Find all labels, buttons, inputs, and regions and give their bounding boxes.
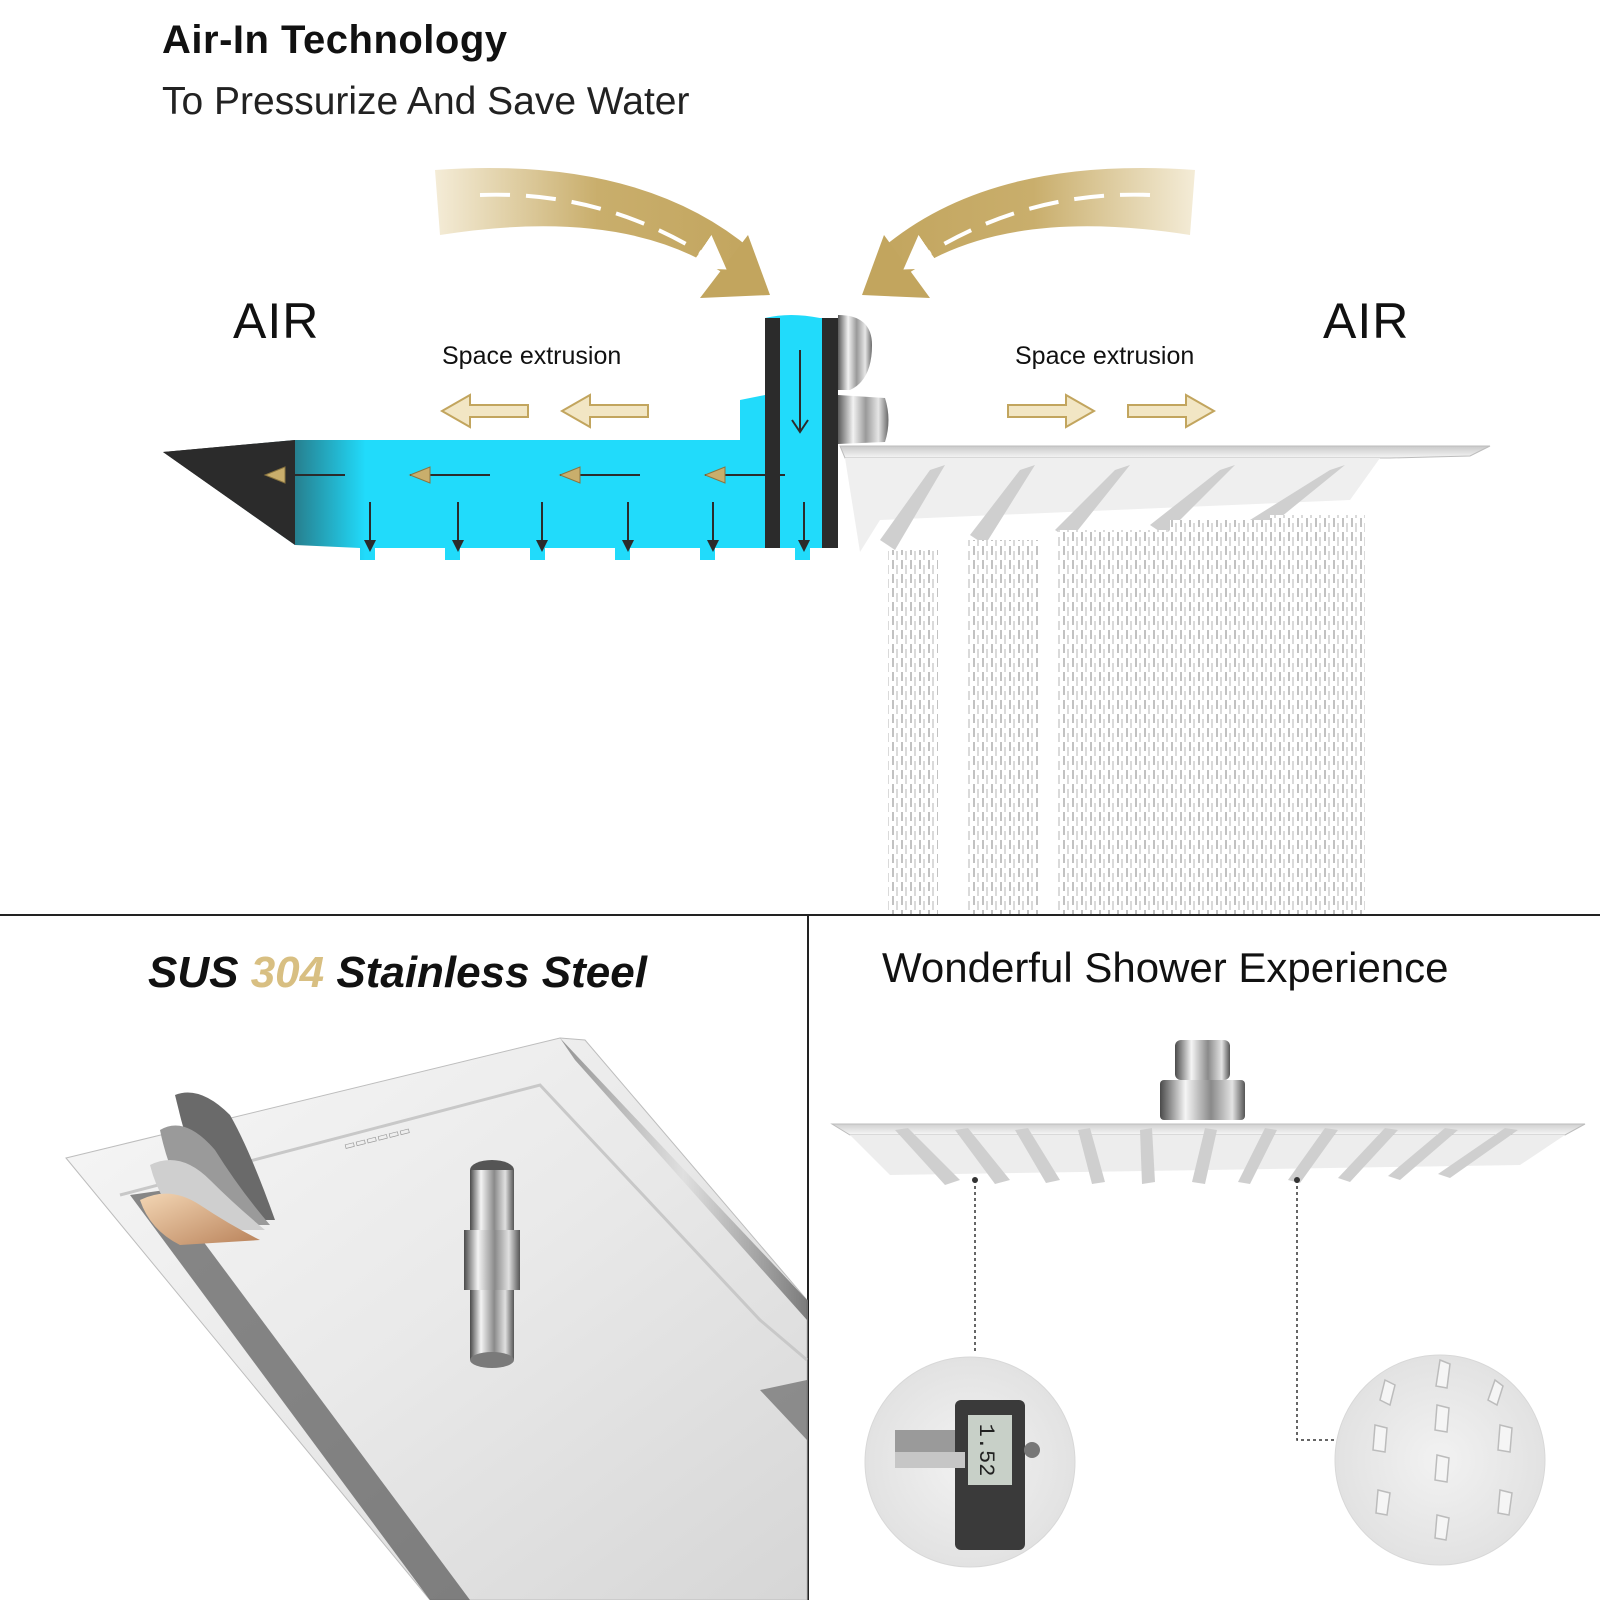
material-layers-icon [140,1092,275,1245]
air-label-left: AIR [233,293,320,349]
air-label-right: AIR [1323,293,1410,349]
threaded-connector [464,1160,520,1368]
space-extrusion-arrows-right [1007,393,1217,429]
callout-lines [974,1180,1335,1441]
nozzle-row [895,1128,1518,1185]
steel-title-suffix: Stainless Steel [324,948,647,997]
shower-arm-connector [1160,1040,1245,1120]
shower-head-side-view [838,315,1491,915]
horizontal-divider [0,914,1600,916]
air-intake-arrow-right [862,167,1195,298]
page-subtitle: To Pressurize And Save Water [162,80,690,123]
caliper-zoom-circle: 1.52 [864,1356,1076,1568]
air-in-diagram [163,167,1491,915]
space-extrusion-label-right: Space extrusion [1015,342,1195,370]
vertical-divider [807,915,809,1600]
nozzles-zoom-circle [1334,1354,1546,1566]
steel-title-grade: 304 [250,948,325,997]
experience-panel-title: Wonderful Shower Experience [882,944,1449,991]
page-title: Air-In Technology [162,18,508,62]
steel-panel-title: SUS 304 Stainless Steel [148,948,647,998]
steel-title-prefix: SUS [148,948,251,997]
space-extrusion-arrows-left [439,393,649,429]
cross-section-view [163,315,838,560]
space-extrusion-label-left: Space extrusion [442,342,622,370]
svg-text:1.52: 1.52 [973,1424,998,1477]
air-intake-arrow-left [435,167,770,298]
